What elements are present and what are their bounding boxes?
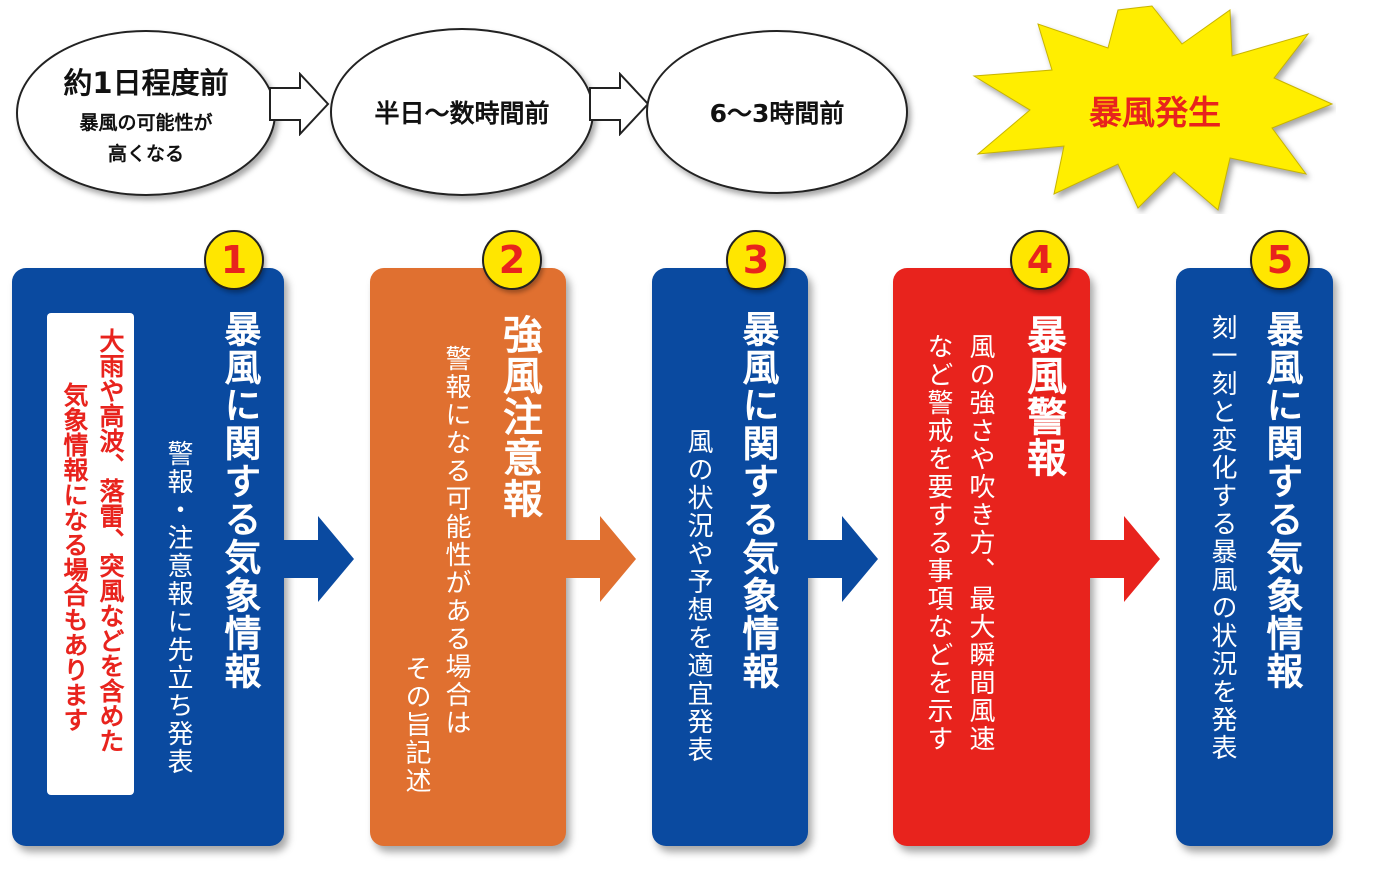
step-4-box (893, 268, 1090, 846)
timeline-6to3hours: 6〜3時間前 (646, 30, 908, 194)
timeline-arrow-icon (589, 72, 650, 136)
timeline-1day-label: 約1日程度前 (63, 66, 229, 100)
step-3-number: 3 (726, 230, 786, 290)
arrow-right-icon (808, 516, 878, 602)
step-1-desc: 警報・注意報に先立ち発表 (163, 440, 193, 776)
timeline-halfday: 半日〜数時間前 (330, 28, 594, 196)
step-1-note (47, 313, 134, 795)
timeline-6to3hours-label: 6〜3時間前 (709, 99, 845, 128)
step-2-number: 2 (482, 230, 542, 290)
step-1-note-line1: 大雨や高波、落雷、突風などを含めた (96, 328, 125, 753)
step-2-box (370, 268, 566, 846)
step-4-title: 暴風警報 (1020, 314, 1066, 478)
step-3-title: 暴風に関する気象情報 (736, 310, 779, 690)
step-2-title: 強風注意報 (496, 314, 542, 519)
step-2-desc-line1: 警報になる可能性がある場合は (441, 345, 471, 737)
step-4-number: 4 (1010, 230, 1070, 290)
step-3-box (652, 268, 808, 846)
step-3-desc: 風の状況や予想を適宜発表 (683, 428, 713, 764)
step-5-box (1176, 268, 1333, 846)
timeline-halfday-label: 半日〜数時間前 (374, 99, 550, 128)
step-5-title: 暴風に関する気象情報 (1260, 310, 1303, 690)
step-4-desc-line2: など警戒を要する事項などを示す (923, 333, 953, 753)
timeline-1day: 約1日程度前 暴風の可能性が 高くなる (16, 30, 276, 196)
step-2-desc-line2: その旨記述 (401, 655, 431, 795)
timeline-storm-label: 暴風発生 (1089, 93, 1221, 132)
timeline-1day-sub1: 暴風の可能性が (79, 112, 213, 134)
starburst-icon (972, 5, 1334, 211)
step-5-desc: 刻一刻と変化する暴風の状況を発表 (1207, 314, 1237, 762)
timeline-arrow-icon (269, 72, 330, 136)
arrow-right-icon (1090, 516, 1160, 602)
step-1-number: 1 (204, 230, 264, 290)
arrow-right-icon (566, 516, 636, 602)
step-1-note-line2: 気象情報になる場合もあります (60, 382, 89, 732)
step-1-title: 暴風に関する気象情報 (218, 310, 261, 690)
arrow-right-icon (284, 516, 354, 602)
step-5-number: 5 (1250, 230, 1310, 290)
step-4-desc-line1: 風の強さや吹き方、最大瞬間風速 (965, 333, 995, 753)
timeline-1day-sub2: 高くなる (107, 143, 184, 165)
